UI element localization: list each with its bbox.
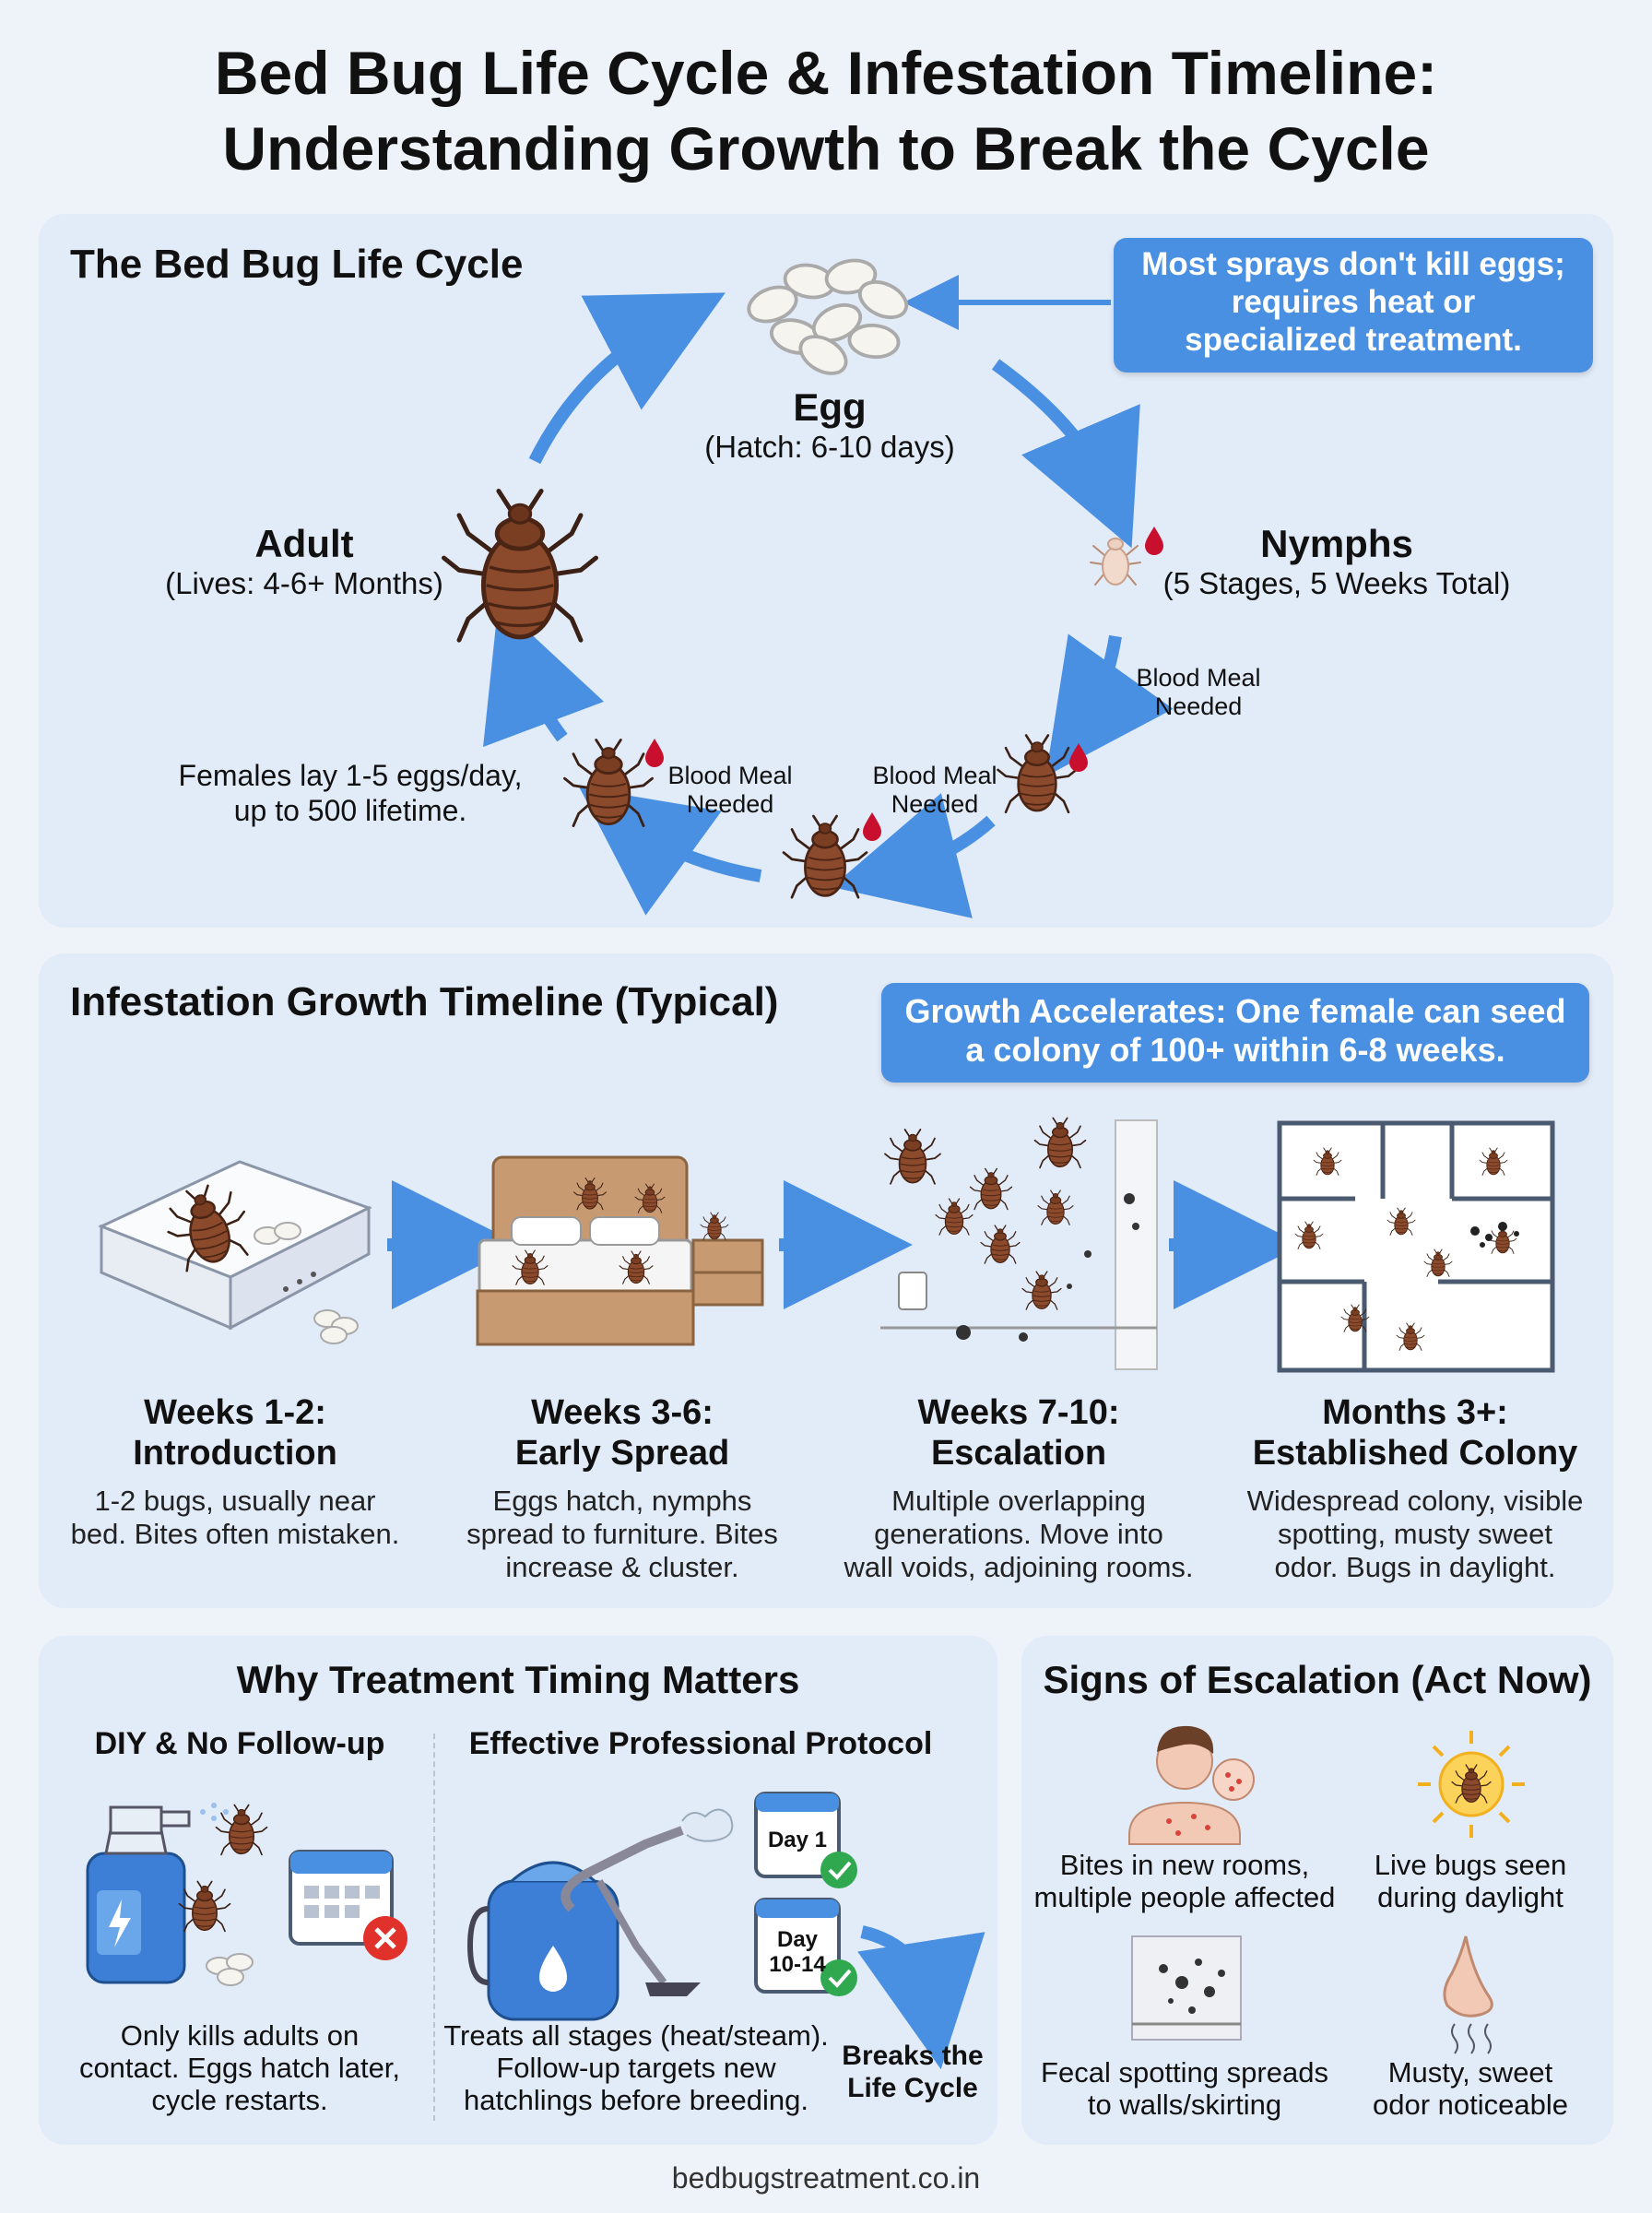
page-title: Bed Bug Life Cycle & Infestation Timelin…: [0, 35, 1652, 186]
cycle-arrow-bottom-left: [579, 787, 762, 916]
title-line-1: Bed Bug Life Cycle & Infestation Timelin…: [214, 39, 1438, 107]
egg-label-block: Egg (Hatch: 6-10 days): [645, 385, 1014, 465]
callout-line: requires heat or: [1231, 284, 1476, 320]
callout-line: Most sprays don't kill eggs;: [1141, 246, 1565, 282]
pro-text: Treats all stages (heat/steam).Follow-up…: [443, 2019, 829, 2116]
title-line-2: Understanding Growth to Break the Cycle: [222, 114, 1430, 183]
calendar-day1-icon: [754, 1792, 857, 1888]
pro-title: Effective Professional Protocol: [468, 1726, 933, 1761]
adult-sub: (Lives: 4-6+ Months): [165, 566, 443, 600]
footer-url[interactable]: bedbugstreatment.co.in: [671, 2161, 981, 2195]
blood-meal-note: Blood Meal Needed: [667, 762, 793, 818]
fecal-spots: [1470, 1222, 1519, 1248]
blood-meal-note: Blood Meal Needed: [872, 762, 997, 818]
egg-label: Egg: [793, 385, 867, 429]
breaks-cycle-arrow: [857, 1925, 985, 2070]
cycle-arrow-adult-to-egg: [528, 292, 726, 465]
lifecycle-diagram: [0, 254, 1174, 918]
diy-title: DIY & No Follow-up: [94, 1726, 385, 1761]
fecal-wall-icon: [1131, 1935, 1242, 2041]
signs-panel: [1021, 1636, 1613, 2145]
nymphs-sub: (5 Stages, 5 Weeks Total): [1162, 566, 1511, 600]
spray-bottle-icon: [86, 1803, 229, 1984]
bites-person-icon: [1128, 1725, 1255, 1845]
sun-bug-icon: [1418, 1731, 1525, 1838]
lifecycle-callout: Most sprays don't kill eggs; requires he…: [1114, 238, 1593, 373]
timeline-heading: Infestation Growth Timeline (Typical): [70, 979, 779, 1024]
blood-meal-note: Blood Meal Needed: [1136, 664, 1261, 720]
stage-2-heading: Weeks 3-6:Early Spread: [514, 1393, 730, 1473]
nymphs-label: Nymphs: [1260, 522, 1413, 565]
timeline-callout: Growth Accelerates: One female can seed …: [881, 983, 1589, 1083]
steamer-icon: [466, 1808, 734, 2021]
cycle-arrow-egg-to-nymph: [991, 359, 1140, 549]
cycle-arrow-to-adult: [483, 603, 605, 748]
adult-label: Adult: [254, 522, 354, 565]
nose-icon: [1443, 1935, 1493, 2054]
stage-4-heading: Months 3+:Established Colony: [1252, 1393, 1578, 1473]
cycle-arrow-bottom-right: [832, 793, 996, 918]
adult-label-block: Adult (Lives: 4-6+ Months): [138, 522, 470, 601]
nymphs-label-block: Nymphs (5 Stages, 5 Weeks Total): [1143, 522, 1530, 601]
cycle-arrow-nymph-down: [1045, 633, 1174, 776]
females-note: Females lay 1-5 eggs/day, up to 500 life…: [178, 759, 523, 827]
day1-label: Day 1: [767, 1828, 828, 1852]
sign-bites: Bites in new rooms,multiple people affec…: [1033, 1849, 1336, 1913]
stage-3-heading: Weeks 7-10:Escalation: [917, 1393, 1120, 1473]
egg-sub: (Hatch: 6-10 days): [704, 430, 955, 464]
signs-heading: Signs of Escalation (Act Now): [1043, 1658, 1592, 1701]
lifecycle-heading: The Bed Bug Life Cycle: [70, 242, 524, 287]
callout-line: specialized treatment.: [1185, 322, 1522, 358]
timing-heading: Why Treatment Timing Matters: [236, 1658, 800, 1701]
calendar-icon: [289, 1850, 407, 1960]
wall-icon: [880, 1119, 1158, 1370]
stage-1-heading: Weeks 1-2:Introduction: [133, 1393, 337, 1473]
divider: [433, 1734, 435, 2121]
calendar-day2-icon: [754, 1898, 857, 1996]
